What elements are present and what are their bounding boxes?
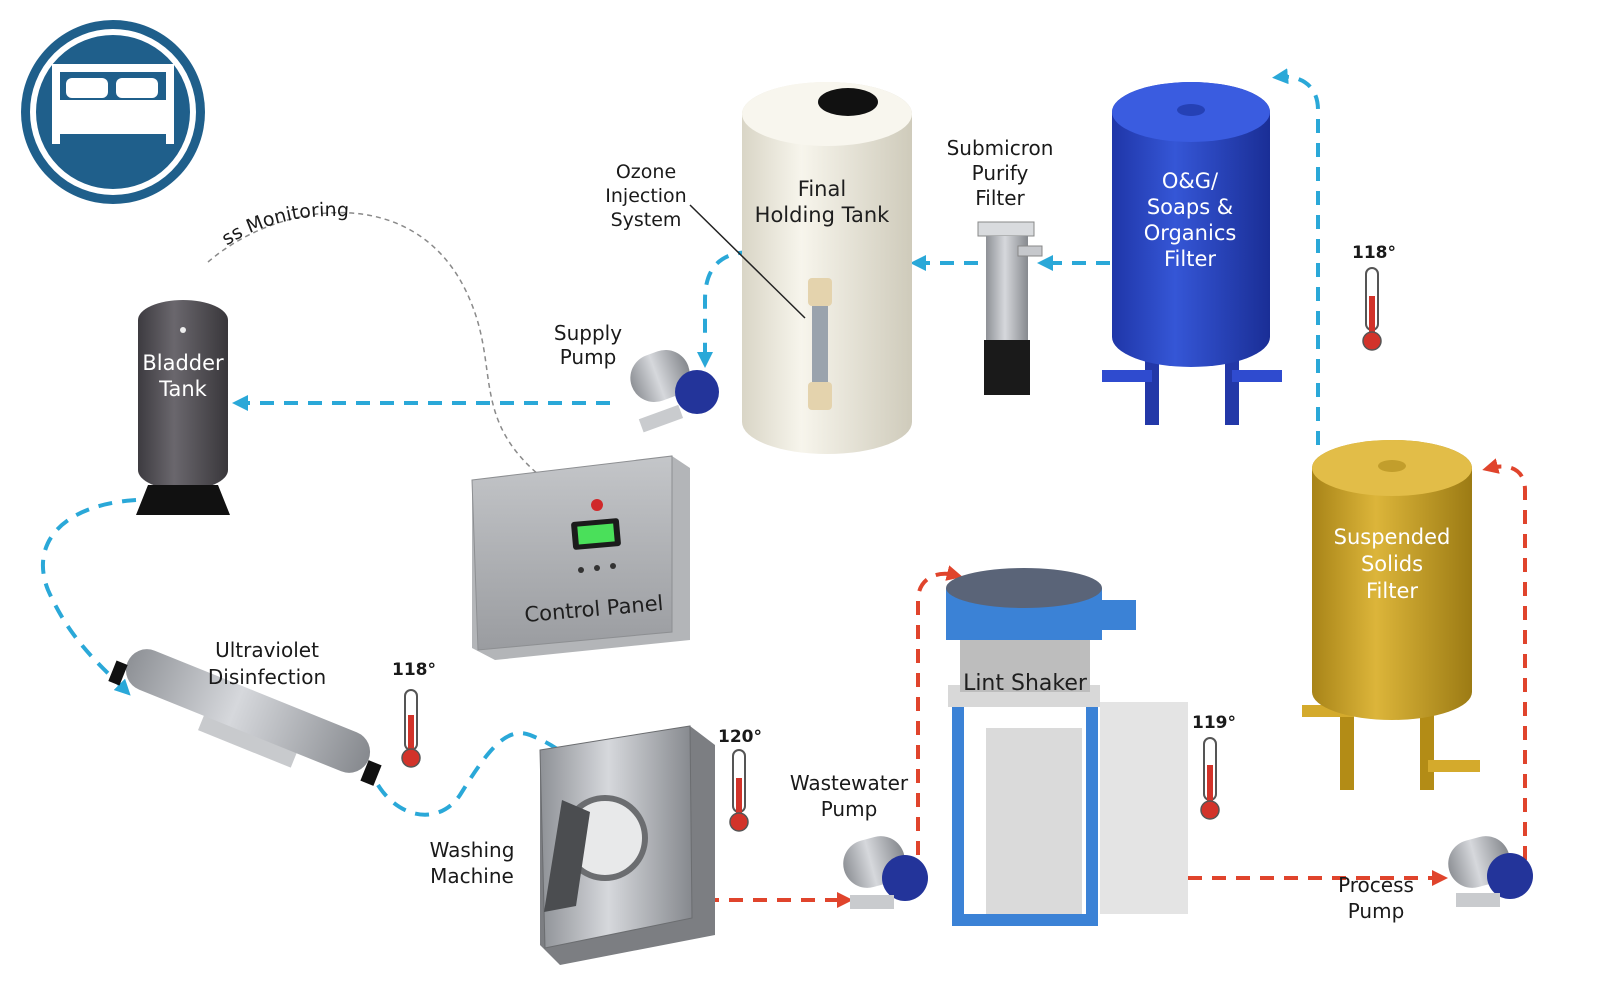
wastewater-flow [705,458,1527,908]
flow-final-tank-to-supply-pump [697,250,753,368]
submicron-filter [977,221,1043,395]
thermometer-icon: 120° [718,727,762,832]
ozone-pointer [689,204,806,319]
flow-suspended-to-og [1272,68,1320,445]
flow-wastewater-pump-to-lint [916,565,963,855]
flow-bladder-to-uv [41,498,137,696]
remote-access-link [207,211,546,481]
svg-text:Lint Shaker: Lint Shaker [963,671,1088,696]
uv-disinfection-unit [108,649,382,786]
flow-process-pump-to-suspended [1482,458,1527,860]
svg-text:120°: 120° [718,727,762,747]
svg-text:119°: 119° [1192,713,1236,733]
process-pump [1448,836,1533,907]
control-panel: Control Panel [471,455,690,660]
thermometer-icon: 118° [392,660,436,768]
lint-shaker: Lint Shaker [946,568,1188,926]
flow-uv-to-washer [376,731,579,817]
thermometer-icon: 118° [1352,243,1396,351]
thermometer-icon: 119° [1192,713,1236,820]
clean-water-flow [41,68,1320,817]
indicator-light [591,499,603,511]
svg-text:118°: 118° [1352,243,1396,263]
supply-pump [630,349,719,433]
washing-machine [539,725,715,965]
wastewater-pump [843,836,928,909]
svg-text:118°: 118° [392,660,436,680]
bed-icon [21,20,205,204]
